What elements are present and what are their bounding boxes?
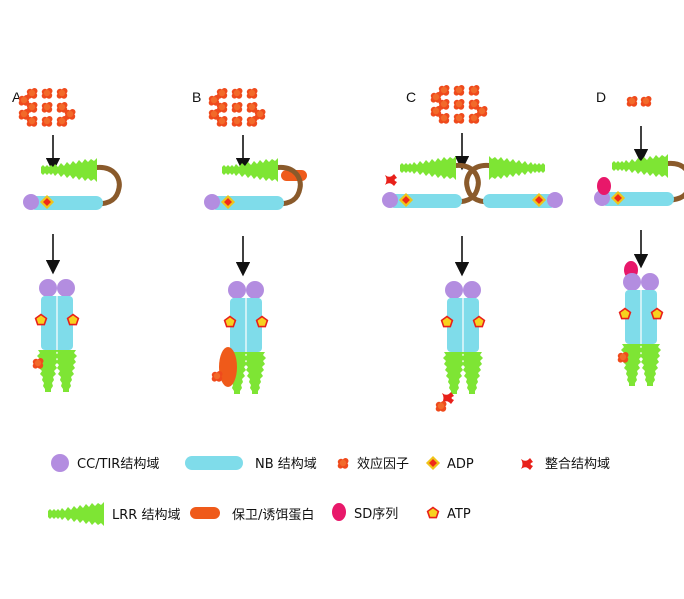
guard-decoy-protein	[219, 347, 237, 387]
panel-label: A	[12, 89, 22, 105]
adp-icon	[426, 456, 440, 470]
legend-label: LRR 结构域	[112, 508, 180, 523]
legend-label: 保卫/诱饵蛋白	[232, 507, 314, 523]
bound-effector	[617, 352, 629, 363]
panel-label: C	[406, 89, 416, 105]
legend-label: SD序列	[354, 507, 398, 522]
panel-a: A	[12, 88, 119, 392]
legend-label: NB 结构域	[255, 457, 317, 472]
inactive-receptor	[204, 158, 300, 210]
effector	[626, 96, 638, 107]
legend-label: ADP	[447, 457, 474, 472]
bound-effector	[32, 358, 44, 369]
legend-label: 整合结构域	[545, 457, 610, 472]
atp-icon	[426, 506, 440, 519]
bound-effector	[435, 401, 447, 412]
integrated-domain	[385, 174, 397, 186]
panel-label: D	[596, 89, 606, 105]
panel-d: D	[594, 89, 684, 386]
active-resistosome	[36, 279, 79, 392]
sd-sequence	[597, 177, 611, 195]
guard-decoy-icon	[190, 507, 220, 519]
inactive-receptor-mirrored	[467, 156, 563, 208]
lrr-domain-icon	[48, 502, 104, 526]
legend-label: 效应因子	[357, 456, 409, 472]
effector-cluster	[431, 85, 488, 124]
effector-cluster	[209, 88, 266, 127]
active-resistosome	[620, 273, 663, 386]
panel-label: B	[192, 89, 201, 105]
panel-b: B	[192, 88, 307, 394]
effector	[640, 96, 652, 107]
bound-effector	[211, 371, 223, 382]
panel-c: C	[382, 85, 563, 412]
legend-label: CC/TIR结构域	[77, 457, 159, 472]
sd-sequence-icon	[332, 503, 346, 521]
integrated-domain-icon	[521, 458, 533, 470]
cc-tir-domain-icon	[51, 454, 69, 472]
effector-cluster	[19, 88, 76, 127]
active-resistosome	[442, 281, 485, 394]
legend-label: ATP	[447, 507, 471, 522]
legend: CC/TIR结构域 NB 结构域 效应因子 ADP 整合结构域 LRR 结构域 …	[48, 454, 610, 526]
effector-icon	[337, 458, 349, 469]
inactive-receptor	[23, 158, 119, 210]
nb-domain-icon	[185, 456, 243, 470]
